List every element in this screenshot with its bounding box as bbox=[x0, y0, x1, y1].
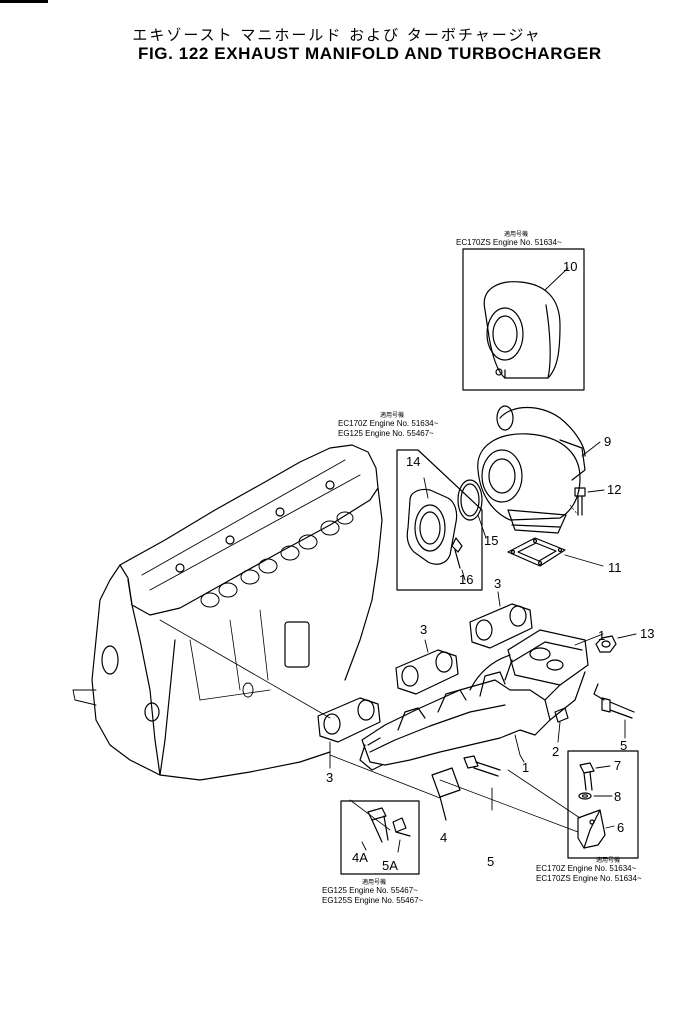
callout-3-right: 3 bbox=[494, 576, 501, 591]
callout-3-left: 3 bbox=[326, 770, 333, 785]
stud-bolt-box bbox=[340, 800, 420, 875]
note-turbo-housing-line1: EC170ZS Engine No. 51634~ bbox=[456, 238, 562, 247]
callout-3-middle: 3 bbox=[420, 622, 427, 637]
bolt-5-lower bbox=[463, 755, 501, 811]
callout-1-top: 1 bbox=[598, 628, 605, 643]
stud-4 bbox=[431, 767, 461, 821]
note-bracket-line2: EC170ZS Engine No. 51634~ bbox=[536, 874, 642, 883]
callout-14: 14 bbox=[406, 454, 420, 469]
note-stud-line1: EG125 Engine No. 55467~ bbox=[322, 886, 418, 895]
bracket-box bbox=[567, 750, 639, 859]
callout-1-bottom: 1 bbox=[522, 760, 529, 775]
note-turbo-housing-heading: 適用号機 bbox=[504, 230, 528, 238]
callout-5A: 5A bbox=[382, 858, 398, 873]
callout-5-right: 5 bbox=[620, 738, 627, 753]
leader-lines bbox=[159, 619, 581, 833]
callout-10: 10 bbox=[563, 259, 577, 274]
bolt-5-right bbox=[601, 697, 635, 739]
note-bracket-line1: EC170Z Engine No. 51634~ bbox=[536, 864, 637, 873]
bolt-12 bbox=[569, 487, 605, 516]
note-turbo-main-line2: EG125 Engine No. 55467~ bbox=[338, 429, 434, 438]
note-bracket-heading: 適用号機 bbox=[596, 856, 620, 864]
turbocharger bbox=[477, 405, 601, 534]
turbine-housing-box bbox=[462, 248, 585, 391]
callout-6: 6 bbox=[617, 820, 624, 835]
callout-4A: 4A bbox=[352, 850, 368, 865]
gasket-11 bbox=[507, 537, 604, 567]
callout-12: 12 bbox=[607, 482, 621, 497]
gasket-3-right bbox=[469, 591, 533, 649]
page-title: FIG. 122 EXHAUST MANIFOLD AND TURBOCHARG… bbox=[138, 44, 602, 63]
gasket-3-middle bbox=[395, 639, 459, 695]
callout-4: 4 bbox=[440, 830, 447, 845]
engine-block bbox=[72, 444, 383, 781]
callout-16: 16 bbox=[459, 572, 473, 587]
callout-8: 8 bbox=[614, 789, 621, 804]
note-turbo-main-heading: 適用号機 bbox=[380, 411, 404, 419]
callout-5-lower: 5 bbox=[487, 854, 494, 869]
callout-11: 11 bbox=[608, 560, 622, 575]
page-title-japanese: エキゾースト マニホールド および ターボチャージャ bbox=[132, 26, 542, 44]
callout-9: 9 bbox=[604, 434, 611, 449]
gasket-3-left bbox=[317, 697, 381, 769]
nut-13 bbox=[595, 633, 637, 653]
callout-15: 15 bbox=[484, 533, 498, 548]
callout-13: 13 bbox=[640, 626, 654, 641]
callout-7: 7 bbox=[614, 758, 621, 773]
callout-2: 2 bbox=[552, 744, 559, 759]
corner-mark bbox=[0, 0, 48, 3]
exhaust-manifold bbox=[359, 629, 605, 771]
note-stud-line2: EG125S Engine No. 55467~ bbox=[322, 896, 424, 905]
note-turbo-main-line1: EC170Z Engine No. 51634~ bbox=[338, 419, 439, 428]
note-stud-heading: 適用号機 bbox=[362, 878, 386, 886]
elbow-gasket-box bbox=[396, 449, 487, 591]
